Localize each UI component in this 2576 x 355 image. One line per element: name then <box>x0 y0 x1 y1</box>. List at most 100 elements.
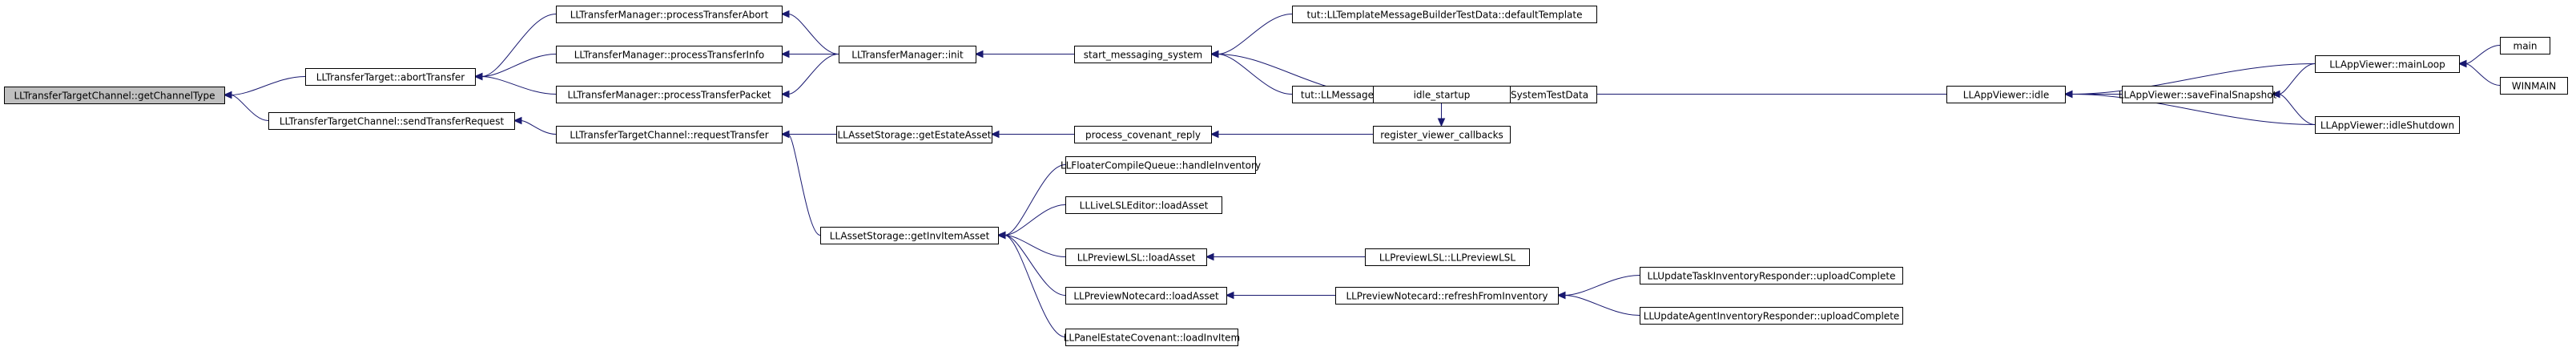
node-box[interactable] <box>820 227 999 244</box>
arrowhead-n8-to-n7 <box>974 50 984 58</box>
node-n28[interactable]: LLUpdateTaskInventoryResponder::uploadCo… <box>1640 267 1903 284</box>
node-n1[interactable]: LLTransferTarget::abortTransfer <box>305 68 476 86</box>
node-box[interactable] <box>1335 287 1559 305</box>
node-label: tut::LLTemplateMessageBuilderTestData::d… <box>1307 10 1583 21</box>
arrowhead-n17-to-n16 <box>2271 90 2280 99</box>
node-box[interactable] <box>1065 287 1227 305</box>
node-n13[interactable]: LLAppViewer::mainLoop <box>2315 55 2460 73</box>
arrowhead-n19-to-n18 <box>990 130 1000 139</box>
node-box[interactable] <box>839 46 976 63</box>
node-n11[interactable]: idle_startup <box>1373 86 1511 103</box>
node-box[interactable] <box>2315 116 2460 134</box>
node-n16[interactable]: LLAppViewer::saveFinalSnapshot <box>2119 86 2277 103</box>
node-n3[interactable]: LLTransferManager::processTransferAbort <box>556 6 783 23</box>
node-label: LLPanelEstateCovenant::loadInvItem <box>1064 333 1241 344</box>
edge-n23-to-n21 <box>1004 204 1066 236</box>
edge-n3-to-n1 <box>481 14 557 77</box>
node-box[interactable] <box>1640 267 1903 284</box>
node-n17[interactable]: LLAppViewer::idleShutdown <box>2315 116 2460 134</box>
node-n5[interactable]: LLTransferManager::processTransferPacket <box>556 86 783 103</box>
node-box[interactable] <box>2500 77 2568 95</box>
node-n29[interactable]: LLUpdateAgentInventoryResponder::uploadC… <box>1640 307 1903 325</box>
node-n23[interactable]: LLLiveLSLEditor::loadAsset <box>1065 196 1222 214</box>
node-box[interactable] <box>1074 126 1212 143</box>
node-label: LLTransferTarget::abortTransfer <box>316 72 465 83</box>
node-box[interactable] <box>2315 55 2460 73</box>
arrowhead-n29-to-n27 <box>1556 291 1566 300</box>
node-n26[interactable]: LLPreviewNotecard::loadAsset <box>1065 287 1227 305</box>
node-box[interactable] <box>1373 86 1511 103</box>
arrowhead-n5-to-n1 <box>473 72 483 81</box>
nodes-layer: LLTransferTargetChannel::getChannelTypeL… <box>4 6 2568 346</box>
node-box[interactable] <box>305 68 476 86</box>
node-box[interactable] <box>1065 329 1238 346</box>
node-n7[interactable]: LLTransferManager::init <box>839 46 976 63</box>
arrowhead-n2-to-n0 <box>223 91 232 99</box>
arrowhead-n17-to-n12 <box>2063 90 2073 99</box>
node-box[interactable] <box>1640 307 1903 325</box>
node-box[interactable] <box>1365 248 1530 266</box>
node-label: process_covenant_reply <box>1085 130 1201 141</box>
node-box[interactable] <box>1946 86 2066 103</box>
node-box[interactable] <box>2122 86 2273 103</box>
edge-n13-to-n12 <box>2071 63 2316 95</box>
node-n19[interactable]: process_covenant_reply <box>1074 126 1212 143</box>
node-box[interactable] <box>556 6 783 23</box>
arrowhead-n7-to-n4 <box>780 50 790 58</box>
node-box[interactable] <box>2500 37 2550 54</box>
node-box[interactable] <box>1373 126 1511 143</box>
node-n14[interactable]: main <box>2500 37 2550 54</box>
edge-n7-to-n5 <box>787 54 839 95</box>
node-box[interactable] <box>556 46 783 63</box>
node-n21[interactable]: LLAssetStorage::getInvItemAsset <box>820 227 999 244</box>
node-n30[interactable]: LLPanelEstateCovenant::loadInvItem <box>1064 329 1241 346</box>
edge-n9-to-n8 <box>1217 14 1293 54</box>
node-n9[interactable]: tut::LLTemplateMessageBuilderTestData::d… <box>1292 6 1597 23</box>
node-box[interactable] <box>1065 196 1222 214</box>
edge-n30-to-n21 <box>1004 235 1066 337</box>
node-box[interactable] <box>556 126 783 143</box>
node-label: LLTransferManager::processTransferInfo <box>574 50 765 61</box>
edge-n1-to-n0 <box>230 76 306 95</box>
node-n27[interactable]: LLPreviewNotecard::refreshFromInventory <box>1335 287 1559 305</box>
node-label: register_viewer_callbacks <box>1380 130 1503 141</box>
node-box[interactable] <box>4 87 225 104</box>
edge-n21-to-n6 <box>787 134 821 236</box>
node-n2[interactable]: LLTransferTargetChannel::sendTransferReq… <box>268 112 515 130</box>
node-n0[interactable]: LLTransferTargetChannel::getChannelType <box>4 87 225 104</box>
node-box[interactable] <box>1065 248 1207 266</box>
node-box[interactable] <box>556 86 783 103</box>
arrowhead-n7-to-n3 <box>780 10 790 18</box>
node-label: LLPreviewLSL::loadAsset <box>1077 252 1196 264</box>
node-n8[interactable]: start_messaging_system <box>1074 46 1212 63</box>
node-label: LLPreviewNotecard::loadAsset <box>1073 291 1219 302</box>
arrowhead-n27-to-n26 <box>1225 291 1234 300</box>
node-box[interactable] <box>1065 156 1256 174</box>
node-box[interactable] <box>1074 46 1212 63</box>
node-n6[interactable]: LLTransferTargetChannel::requestTransfer <box>556 126 783 143</box>
edge-n2-to-n0 <box>230 95 269 121</box>
edge-n10-to-n8 <box>1217 54 1293 95</box>
node-n4[interactable]: LLTransferManager::processTransferInfo <box>556 46 783 63</box>
node-label: LLAppViewer::idle <box>1963 90 2049 101</box>
arrowhead-n21-to-n6 <box>780 130 790 139</box>
arrowhead-n6-to-n2 <box>513 116 522 125</box>
node-n15[interactable]: WINMAIN <box>2500 77 2568 95</box>
node-box[interactable] <box>836 126 992 143</box>
node-n18[interactable]: LLAssetStorage::getEstateAsset <box>836 126 992 143</box>
node-n24[interactable]: LLPreviewLSL::loadAsset <box>1065 248 1207 266</box>
node-n25[interactable]: LLPreviewLSL::LLPreviewLSL <box>1365 248 1530 266</box>
node-label: LLUpdateTaskInventoryResponder::uploadCo… <box>1648 271 1896 282</box>
edge-n4-to-n1 <box>481 54 557 77</box>
node-n12[interactable]: LLAppViewer::idle <box>1946 86 2066 103</box>
node-box[interactable] <box>268 112 515 130</box>
node-label: LLPreviewNotecard::refreshFromInventory <box>1346 291 1548 302</box>
node-box[interactable] <box>1292 6 1597 23</box>
node-n20[interactable]: register_viewer_callbacks <box>1373 126 1511 143</box>
node-label: LLLiveLSLEditor::loadAsset <box>1080 200 1209 212</box>
node-label: start_messaging_system <box>1084 50 1202 61</box>
edge-n29-to-n27 <box>1564 295 1640 316</box>
node-n22[interactable]: LLFloaterCompileQueue::handleInventory <box>1061 156 1261 174</box>
edge-n17-to-n12 <box>2071 94 2316 125</box>
